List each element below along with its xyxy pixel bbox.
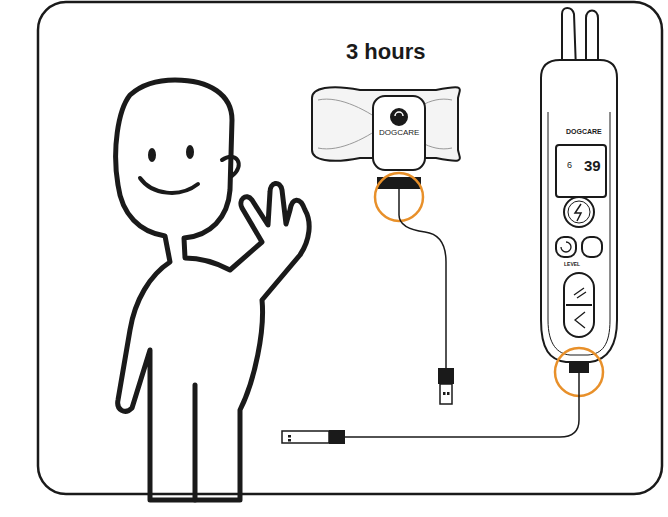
usb-plug bbox=[438, 368, 454, 404]
lcd-channel: 6 bbox=[567, 161, 572, 170]
frame bbox=[38, 2, 662, 494]
usb-plug bbox=[282, 430, 345, 444]
brand-label: DOGCARE bbox=[379, 129, 419, 137]
person-figure bbox=[116, 80, 309, 500]
remote-transmitter bbox=[541, 8, 617, 372]
lcd-level: 39 bbox=[584, 158, 601, 173]
duration-label: 3 hours bbox=[346, 41, 425, 63]
collar-receiver bbox=[312, 87, 460, 188]
button-label: LEVEL bbox=[564, 262, 580, 267]
brand-label: DOGCARE bbox=[566, 128, 602, 135]
